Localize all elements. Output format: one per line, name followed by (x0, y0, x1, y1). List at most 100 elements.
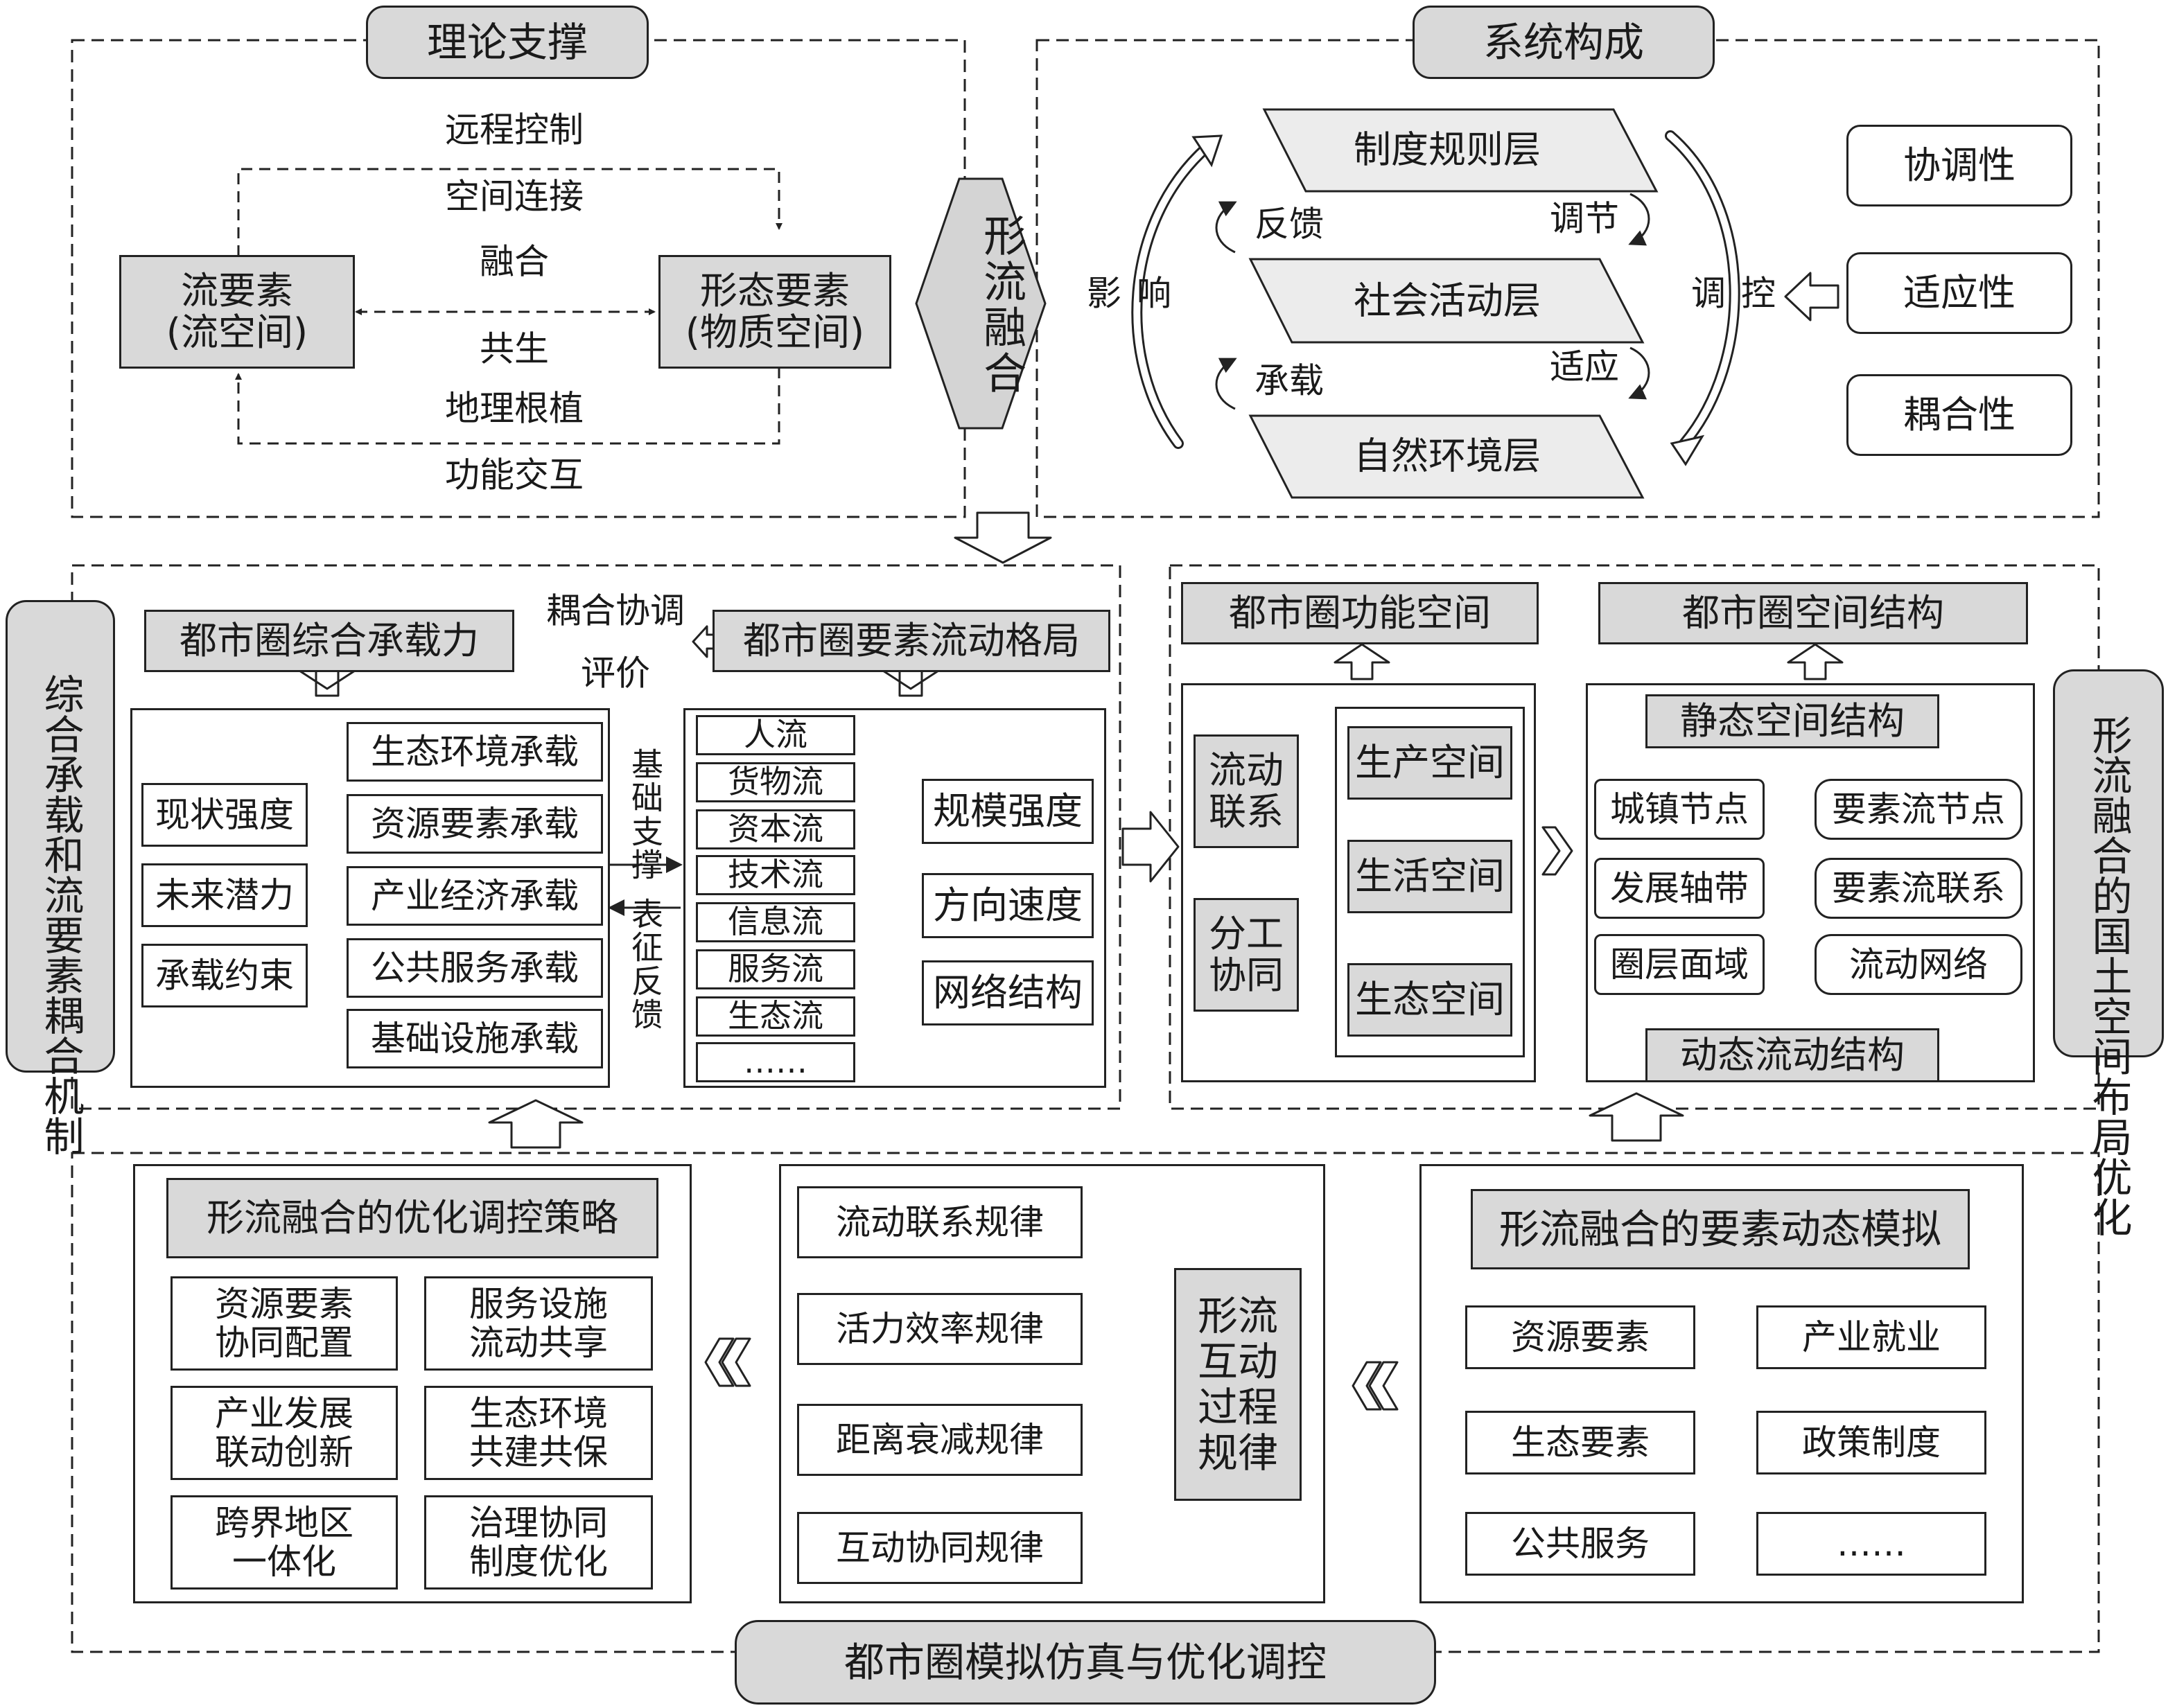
simulation-title: 都市圈模拟仿真与优化调控 (735, 1620, 1436, 1705)
label-function-interaction: 功能交互 (445, 455, 584, 495)
carry-resource: 资源要素承载 (347, 794, 603, 854)
label-carry: 承载 (1255, 360, 1324, 401)
factor-current: 现状强度 (141, 783, 308, 847)
factor-constraint: 承载约束 (141, 944, 308, 1007)
layer-social: 社会活动层 (1354, 279, 1541, 323)
chevron-left-icon-4 (1352, 1361, 1382, 1411)
label-feedback: 反馈 (1255, 204, 1324, 245)
system-title: 系统构成 (1413, 6, 1715, 79)
flow-information: 信息流 (696, 902, 855, 942)
property-coordination: 协调性 (1846, 125, 2072, 206)
law-vitality: 活力效率规律 (797, 1293, 1083, 1365)
flow-element-sub: (流空间) (166, 310, 308, 354)
label-regulate: 调节 (1550, 198, 1619, 239)
label-control: 调控 (1691, 273, 1791, 314)
feedback-curve (1215, 201, 1237, 254)
space-living: 生活空间 (1347, 840, 1512, 913)
form-element-box: 形态要素 (物质空间) (658, 255, 891, 369)
element-more: …… (1756, 1512, 1986, 1576)
factor-potential: 未来潜力 (141, 863, 308, 927)
mechanism-side-label: 综合承载和流要素耦合机制 (37, 673, 85, 1156)
influence-arrowhead (1191, 134, 1223, 168)
up-arrow-function-space (1334, 643, 1390, 680)
element-policy: 政策制度 (1756, 1411, 1986, 1474)
label-adapt: 适应 (1550, 346, 1619, 387)
regulate-curve (1628, 193, 1650, 246)
element-industry: 产业就业 (1756, 1305, 1986, 1369)
down-arrow-pattern (882, 669, 940, 697)
flow-element-name: 流要素 (181, 268, 293, 312)
down-arrow-capacity (298, 669, 356, 697)
element-public-service: 公共服务 (1465, 1512, 1695, 1576)
theory-bottom-dashed-arrow (235, 367, 780, 445)
space-ecological: 生态空间 (1347, 963, 1512, 1037)
label-repr-feedback: 表征反馈 (631, 895, 663, 1034)
label-coupling: 耦合协调 (546, 590, 685, 631)
law-flow-link: 流动联系规律 (797, 1186, 1083, 1258)
layout-side-label: 形流融合的国土空间布局优化 (2085, 714, 2133, 1237)
carry-infrastructure: 基础设施承载 (347, 1009, 603, 1068)
label-influence: 影响 (1087, 273, 1187, 314)
theory-title: 理论支撑 (366, 6, 649, 79)
space-production: 生产空间 (1347, 726, 1512, 800)
static-structure: 静态空间结构 (1645, 694, 1939, 748)
flow-capital: 资本流 (696, 809, 855, 849)
control-arrowhead (1670, 434, 1705, 466)
property-coupling: 耦合性 (1846, 374, 2072, 456)
chevron-left-icon-2 (704, 1337, 735, 1387)
control-input-arrow (1784, 272, 1839, 322)
layer-shape-social (1248, 258, 1645, 344)
chevron-right-icon (1541, 826, 1573, 876)
pattern-title: 都市圈要素流动格局 (713, 610, 1110, 672)
carry-public-service: 公共服务承载 (347, 938, 603, 998)
label-remote-control: 远程控制 (445, 109, 584, 150)
adapt-curve (1628, 346, 1650, 400)
function-space-title: 都市圈功能空间 (1181, 582, 1539, 644)
input-division: 分工协同 (1194, 898, 1299, 1012)
model-title: 形流融合的要素动态模拟 (1471, 1189, 1970, 1269)
fusion-label: 形流融合 (976, 213, 1027, 396)
form-element-name: 形态要素 (700, 268, 850, 312)
node-flow-node: 要素流节点 (1815, 779, 2022, 840)
layer-shape-natural (1248, 414, 1645, 499)
chevron-left-icon-3 (1368, 1361, 1399, 1411)
node-town: 城镇节点 (1594, 779, 1765, 840)
chevron-left-icon-1 (721, 1337, 751, 1387)
strategy-title: 形流融合的优化调控策略 (166, 1178, 658, 1258)
node-flow-link: 要素流联系 (1815, 858, 2022, 919)
input-flow-link: 流动联系 (1194, 734, 1299, 848)
strategy-ecology: 生态环境共建共保 (424, 1386, 653, 1480)
node-axis: 发展轴带 (1594, 858, 1765, 919)
law-distance-decay: 距离衰减规律 (797, 1404, 1083, 1476)
node-flow-network: 流动网络 (1815, 934, 2022, 995)
strategy-crossborder: 跨界地区一体化 (171, 1495, 398, 1590)
spatial-structure-title: 都市圈空间结构 (1598, 582, 2028, 644)
strategy-governance: 治理协同制度优化 (424, 1495, 653, 1590)
right-arrow-mechanism-to-layout (1121, 811, 1180, 883)
layer-natural: 自然环境层 (1354, 434, 1541, 478)
form-element-sub: (物质空间) (685, 310, 865, 354)
carry-ecology: 生态环境承载 (347, 722, 603, 782)
mechanism-side-box: 综合承载和流要素耦合机制 (6, 600, 115, 1156)
dynamic-structure: 动态流动结构 (1645, 1028, 1939, 1082)
theory-top-dashed-arrow (237, 168, 783, 256)
element-resource: 资源要素 (1465, 1305, 1695, 1369)
strategy-resource: 资源要素协同配置 (171, 1276, 398, 1371)
metric-scale: 规模强度 (922, 779, 1094, 844)
element-ecology: 生态要素 (1465, 1411, 1695, 1474)
strategy-industry: 产业发展联动创新 (171, 1386, 398, 1480)
carry-industry: 产业经济承载 (347, 866, 603, 926)
down-arrow-layout-to-simulation (1589, 1092, 1684, 1142)
label-fusion: 融合 (480, 241, 549, 282)
fusion-hexagon (915, 177, 1047, 430)
law-title: 形流互动过程规律 (1174, 1268, 1302, 1501)
flow-technology: 技术流 (696, 855, 855, 895)
flow-service: 服务流 (696, 949, 855, 989)
flow-ecology: 生态流 (696, 996, 855, 1037)
up-arrow-simulation-to-mechanism (488, 1099, 584, 1149)
node-circle: 圈层面域 (1594, 934, 1765, 995)
down-arrow-theory-to-mechanism (954, 511, 1052, 564)
metric-network: 网络结构 (922, 960, 1094, 1025)
